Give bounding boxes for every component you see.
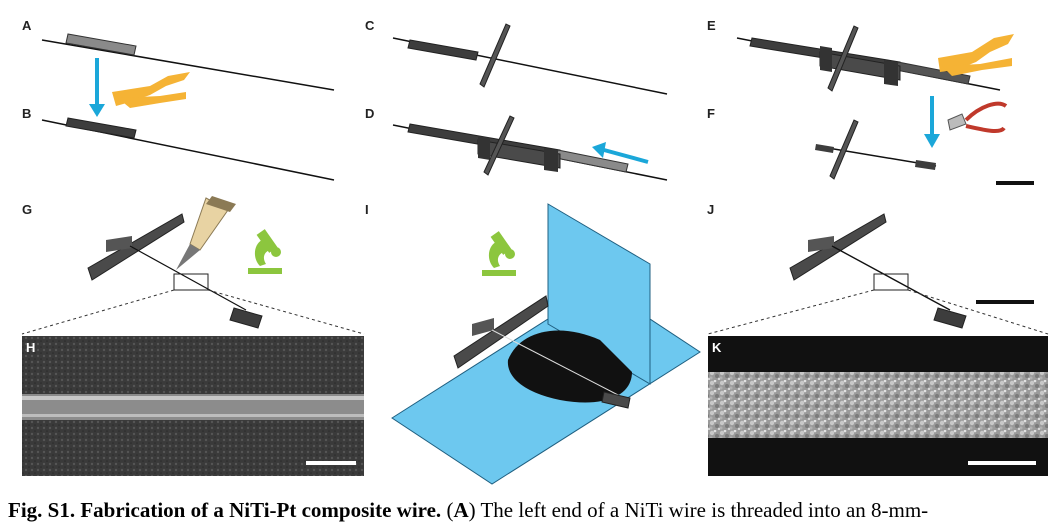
sem-image-h: [22, 336, 364, 476]
panel-label-e: E: [707, 18, 716, 33]
panel-label-g: G: [22, 202, 33, 217]
panel-c-drawing: [392, 23, 668, 95]
panel-j-drawing: [789, 213, 967, 329]
panel-label-a: A: [22, 18, 32, 33]
panel-label-j: J: [707, 202, 715, 217]
caption-label: Fig. S1.: [8, 498, 76, 522]
panel-f-drawing: [815, 119, 937, 180]
panel-label-c: C: [365, 18, 375, 33]
caption-title: Fabrication of a NiTi-Pt composite wire.: [80, 498, 442, 522]
panel-d-drawing: [392, 115, 668, 181]
panel-g-drawing: [87, 213, 263, 329]
microscope-icon: [482, 231, 516, 276]
panel-e-drawing: [736, 25, 1001, 92]
sem-image-k: [708, 336, 1048, 476]
panel-b-drawing: [41, 117, 335, 181]
panel-label-d: D: [365, 106, 375, 121]
caption-open-paren: (: [446, 498, 454, 522]
panel-label-k: K: [712, 340, 722, 355]
wire-cutter-icon: [947, 101, 1008, 134]
caption-close-paren: ): [468, 498, 476, 522]
pliers-icon: [938, 34, 1014, 76]
figure-caption: Fig. S1. Fabrication of a NiTi-Pt compos…: [8, 498, 1058, 523]
panel-i-drawing: [391, 203, 701, 485]
left-arrow-icon: [592, 142, 649, 164]
down-arrow-icon: [89, 58, 105, 117]
down-arrow-icon: [924, 96, 940, 148]
figure-canvas: [21, 23, 1049, 485]
caption-text: The left end of a NiTi wire is threaded …: [480, 498, 929, 522]
panel-label-b: B: [22, 106, 32, 121]
microscope-icon: [248, 229, 282, 274]
pen-icon: [176, 196, 236, 270]
panel-a-drawing: [41, 33, 335, 91]
panel-label-h: H: [26, 340, 36, 355]
panel-label-f: F: [707, 106, 715, 121]
caption-ref: A: [453, 498, 469, 522]
panel-label-i: I: [365, 202, 369, 217]
pliers-icon: [112, 72, 190, 108]
